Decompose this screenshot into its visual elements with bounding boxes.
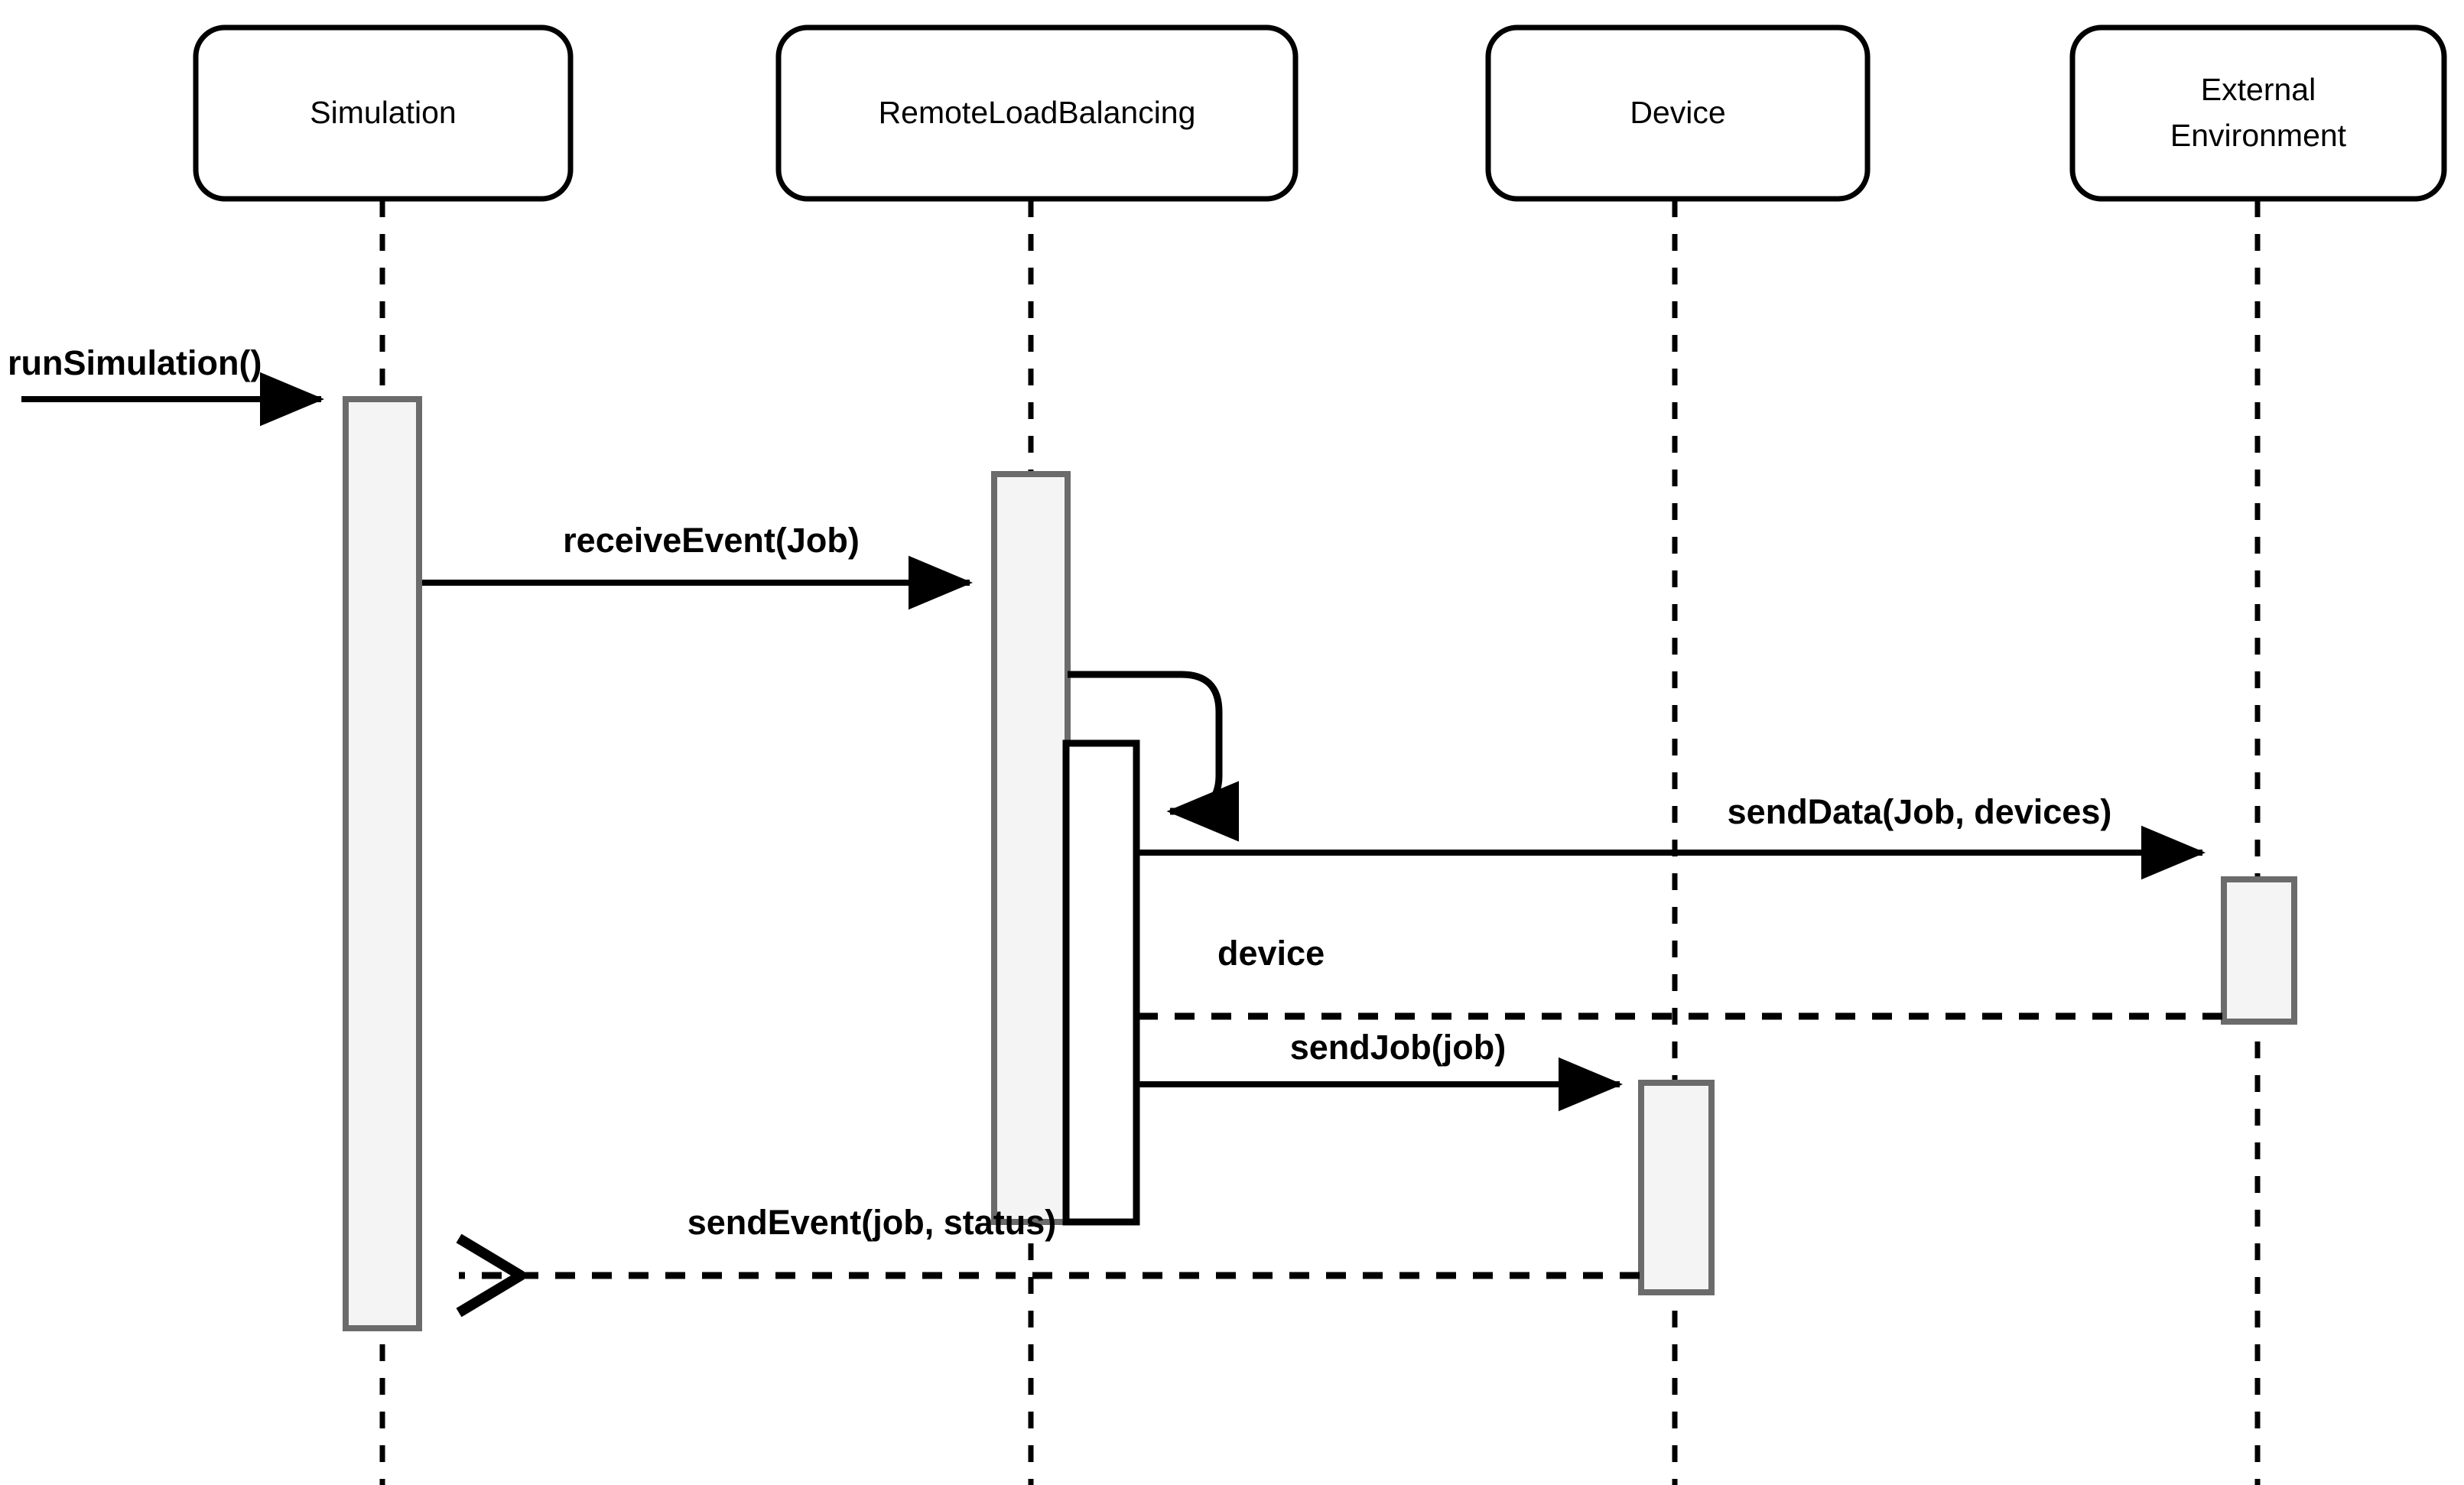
message-device-return[interactable]: device (1138, 934, 2225, 1020)
participant-label-simulation: Simulation (310, 95, 456, 130)
participant-device[interactable]: Device (1485, 24, 1871, 202)
lifelines (379, 200, 2261, 1485)
message-runsimulation[interactable]: runSimulation() (8, 343, 324, 427)
message-selfcall-remoteloadbalancing[interactable] (1068, 671, 1239, 842)
message-sendjob[interactable]: sendJob(job) (1139, 1028, 1623, 1112)
message-arrow-selfcall[interactable] (1068, 671, 1239, 842)
participant-externalenvironment[interactable]: External Environment (2069, 24, 2447, 202)
activation-bar-externalenvironment (2221, 876, 2297, 1025)
message-receiveevent[interactable]: receiveEvent(Job) (422, 521, 973, 610)
activation-bar-remoteloadbalancing-nested (1062, 739, 1140, 1226)
message-sendevent-return[interactable]: sendEvent(job, status) (459, 1203, 1640, 1275)
participant-label-device: Device (1630, 95, 1725, 130)
participant-box-remoteloadbalancing[interactable] (775, 24, 1299, 202)
message-label-sendjob: sendJob(job) (1290, 1028, 1506, 1067)
participant-simulation[interactable]: Simulation (193, 24, 574, 202)
message-senddata[interactable]: sendData(Job, devices) (1139, 792, 2206, 880)
participant-label-remoteloadbalancing: RemoteLoadBalancing (879, 95, 1196, 130)
activation-bars (343, 396, 2297, 1331)
participant-headers: Simulation RemoteLoadBalancing Device Ex… (193, 24, 2447, 202)
participant-box-externalenvironment[interactable] (2069, 24, 2447, 202)
activation-bar-simulation (343, 396, 422, 1331)
participant-box-device[interactable] (1485, 24, 1871, 202)
message-label-sendevent-return: sendEvent(job, status) (688, 1203, 1057, 1242)
activation-bar-device (1638, 1080, 1715, 1295)
activation-bar-remoteloadbalancing (991, 471, 1071, 1225)
message-label-device-return: device (1217, 934, 1325, 973)
participant-box-simulation[interactable] (193, 24, 574, 202)
message-label-senddata: sendData(Job, devices) (1728, 792, 2112, 831)
participant-label-externalenvironment-line2: Environment (2170, 118, 2347, 153)
participant-label-externalenvironment-line1: External (2201, 72, 2316, 107)
participant-remoteloadbalancing[interactable]: RemoteLoadBalancing (775, 24, 1299, 202)
message-label-receiveevent: receiveEvent(Job) (563, 521, 860, 560)
message-label-runsimulation: runSimulation() (8, 343, 262, 382)
